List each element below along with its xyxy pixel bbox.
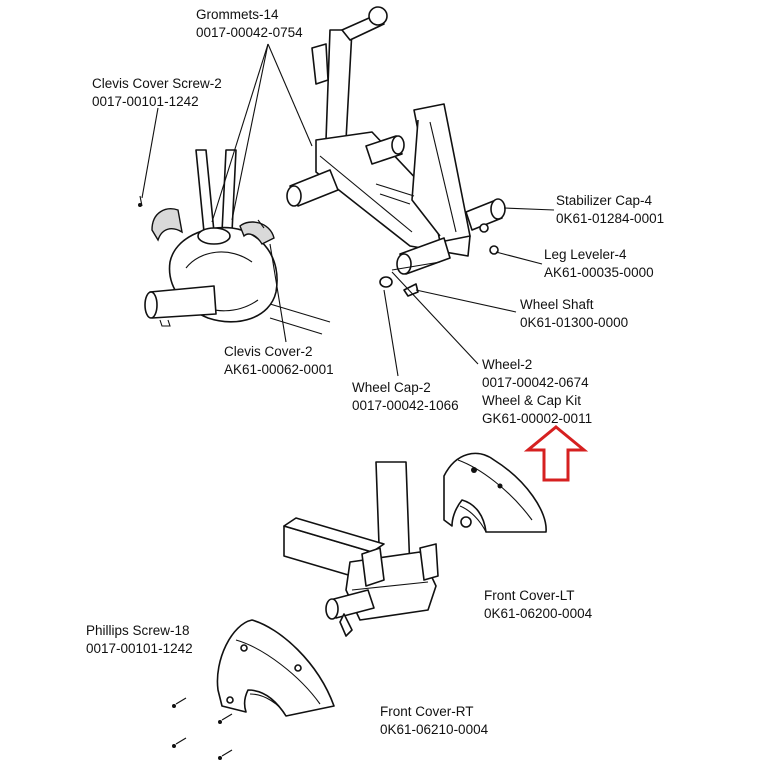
wheel-shaft-name: Wheel Shaft (520, 297, 594, 312)
wheel-cap-kit-name: Wheel & Cap Kit (482, 393, 581, 408)
clevis-assembly-drawing (138, 149, 331, 335)
clevis-cover-name: Clevis Cover-2 (224, 344, 313, 359)
up-arrow-outline-icon (523, 425, 589, 482)
front-cover-lt-number: 0K61-06200-0004 (484, 606, 593, 621)
phillips-screw-name: Phillips Screw-18 (86, 623, 190, 638)
wheel-cap-kit-number: GK61-00002-0011 (482, 411, 592, 426)
stabilizer-cap-name: Stabilizer Cap-4 (556, 193, 653, 208)
front-frame-drawing (283, 461, 439, 637)
wheel-cap-number: 0017-00042-1066 (352, 398, 459, 413)
phillips-screws-drawing (172, 697, 233, 760)
grommets-name: Grommets-14 (196, 7, 279, 22)
wheel-shaft-number: 0K61-01300-0000 (520, 315, 628, 330)
front-cover-rt-drawing (216, 619, 335, 717)
leg-leveler-number: AK61-00035-0000 (544, 265, 654, 280)
front-cover-rt-number: 0K61-06210-0004 (380, 722, 489, 737)
front-cover-rt-name: Front Cover-RT (380, 704, 474, 719)
clevis-cover-screw-number: 0017-00101-1242 (92, 94, 199, 109)
wheel-cap-name: Wheel Cap-2 (352, 380, 431, 395)
front-cover-lt-drawing (443, 452, 547, 533)
phillips-screw-number: 0017-00101-1242 (86, 641, 193, 656)
front-cover-lt-name: Front Cover-LT (484, 588, 575, 603)
leg-leveler-name: Leg Leveler-4 (544, 247, 627, 262)
stabilizer-cap-number: 0K61-01284-0001 (556, 211, 664, 226)
leader-lines (141, 43, 555, 377)
wheel-number: 0017-00042-0674 (482, 375, 589, 390)
grommets-number: 0017-00042-0754 (196, 25, 303, 40)
front-stabilizer-drawing (286, 6, 506, 297)
clevis-cover-screw-name: Clevis Cover Screw-2 (92, 76, 222, 91)
clevis-cover-number: AK61-00062-0001 (224, 362, 334, 377)
wheel-name: Wheel-2 (482, 357, 532, 372)
